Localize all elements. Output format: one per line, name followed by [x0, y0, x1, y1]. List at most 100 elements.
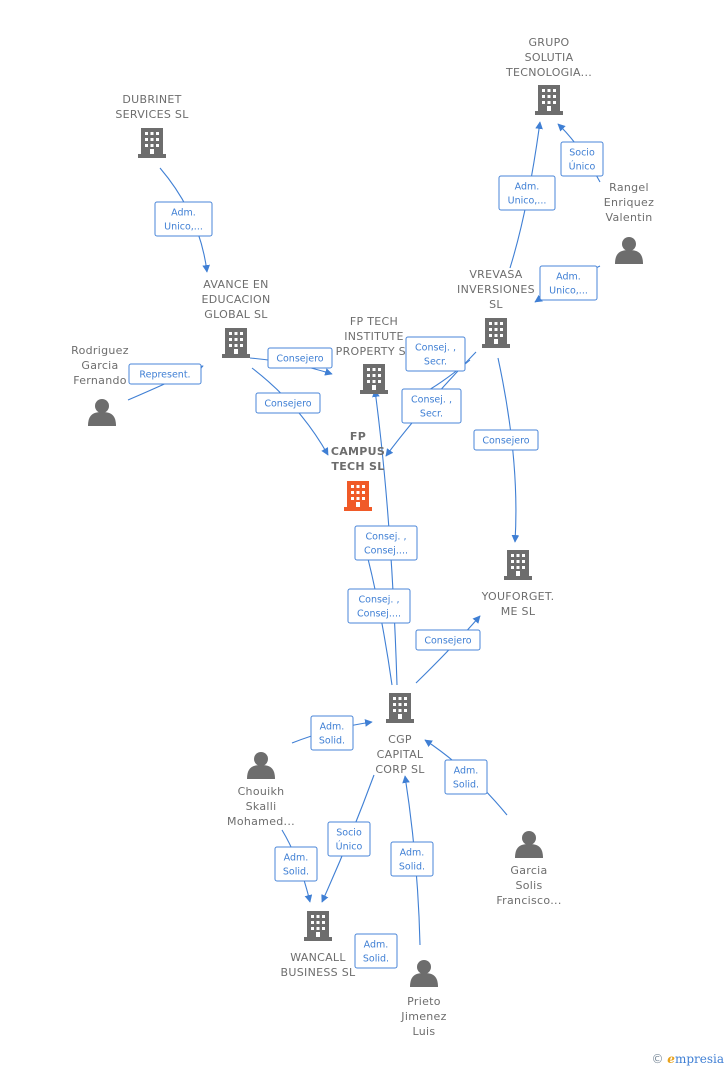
building-icon: [386, 693, 414, 723]
building-icon: [360, 364, 388, 394]
building-icon: [344, 481, 372, 511]
edge-label-e9[interactable]: Consej. , Secr.: [401, 388, 462, 424]
edge-labels-layer: Adm.Unico,...Adm.Unico,...SocioÚnicoAdm.…: [128, 141, 604, 969]
person-icon: [88, 399, 116, 426]
edge-label-text: Solid.: [399, 862, 425, 873]
node-label-line: Solis: [515, 879, 542, 892]
node-label-line: BUSINESS SL: [281, 966, 356, 979]
edge-label-text: Consejero: [424, 636, 471, 647]
edge-label-e8[interactable]: Consej. ,Secr.: [405, 336, 466, 372]
node-fpcampus[interactable]: FP CAMPUS TECH SL: [331, 430, 385, 511]
edge-label-text: Único: [569, 161, 596, 173]
building-icon: [304, 911, 332, 941]
node-label-line: ME SL: [501, 605, 536, 618]
node-label-line: TECH SL: [331, 460, 384, 473]
node-label-line: SL: [489, 298, 503, 311]
building-icon: [138, 128, 166, 158]
edge-label-e7[interactable]: Consejero: [255, 392, 321, 414]
node-wancall[interactable]: WANCALL BUSINESS SL: [281, 911, 356, 979]
edge-label-text: Consej. ,: [366, 532, 407, 543]
edge-label-text: Adm.: [171, 208, 196, 219]
node-label-line: Prieto: [407, 995, 441, 1008]
node-label-line: EDUCACION: [202, 293, 271, 306]
edge-label-e5[interactable]: Represent.: [128, 363, 202, 385]
edge-label-text: Solid.: [363, 954, 389, 965]
person-icon: [410, 960, 438, 987]
node-label-line: GLOBAL SL: [204, 308, 268, 321]
node-label-line: CAMPUS: [331, 445, 385, 458]
edge-label-text: Adm.: [364, 940, 389, 951]
edge-label-text: Adm.: [515, 182, 540, 193]
edge-label-text: Unico,...: [164, 222, 203, 233]
brand-name: mpresia: [674, 1052, 724, 1066]
footer-brand: © empresia: [651, 1052, 724, 1066]
node-label-line: FP TECH: [350, 315, 398, 328]
edge-label-e12[interactable]: Consej. ,Consej....: [347, 588, 411, 624]
node-label-line: Rangel: [609, 181, 649, 194]
node-label-line: Skalli: [246, 800, 277, 813]
node-label-line: INVERSIONES: [457, 283, 535, 296]
node-avance[interactable]: AVANCE EN EDUCACION GLOBAL SL: [202, 278, 271, 358]
edge-label-text: Solid.: [283, 867, 309, 878]
person-icon: [515, 831, 543, 858]
node-grupo[interactable]: GRUPOSOLUTIATECNOLOGIA...: [505, 36, 592, 115]
edge-label-e1[interactable]: Adm. Unico,...: [154, 201, 213, 237]
edge-label-e4[interactable]: Adm. Unico,...: [539, 265, 598, 301]
edge-label-text: Adm.: [556, 272, 581, 283]
node-label-line: FP: [350, 430, 366, 443]
person-icon: [247, 752, 275, 779]
node-label-line: AVANCE EN: [203, 278, 268, 291]
edge-label-e6[interactable]: Consejero: [267, 347, 333, 369]
edge-label-e18[interactable]: Adm. Solid.: [390, 841, 434, 877]
edge-label-e17[interactable]: Adm. Solid.: [274, 846, 318, 882]
edge-label-text: Solid.: [453, 780, 479, 791]
edge-label-text: Adm.: [284, 853, 309, 864]
edge-label-text: Consej....: [364, 546, 408, 557]
edge-label-text: Unico,...: [508, 196, 547, 207]
edge-label-text: Secr.: [424, 357, 447, 368]
node-label-line: Garcia: [81, 359, 118, 372]
edge-label-text: Consej. ,: [411, 395, 452, 406]
edge-label-e10[interactable]: Consejero: [473, 429, 539, 451]
edge-label-e13[interactable]: Consejero: [415, 629, 481, 651]
node-label-line: CORP SL: [375, 763, 425, 776]
edge-label-e19[interactable]: Adm. Solid.: [354, 933, 398, 969]
node-chouikh[interactable]: ChouikhSkalliMohamed...: [227, 752, 295, 828]
edge-label-text: Unico,...: [549, 286, 588, 297]
edge-label-e15[interactable]: Adm.Solid.: [444, 759, 488, 795]
edge-label-text: Represent.: [139, 370, 190, 381]
edge-line-e10: [497, 357, 520, 543]
edge-label-e11[interactable]: Consej. , Consej....: [354, 525, 418, 561]
node-label-line: PROPERTY SL: [336, 345, 413, 358]
node-label-line: Garcia: [510, 864, 547, 877]
node-label-line: WANCALL: [290, 951, 346, 964]
edge-label-text: Consejero: [482, 436, 529, 447]
edge-label-text: Adm.: [320, 722, 345, 733]
node-garcia[interactable]: GarciaSolisFrancisco...: [496, 831, 561, 907]
edge-label-text: Adm.: [400, 848, 425, 859]
node-label-line: Enriquez: [604, 196, 654, 209]
copyright-symbol: ©: [651, 1052, 664, 1066]
edge-label-e2[interactable]: Adm. Unico,...: [498, 175, 556, 211]
node-label-line: Luis: [413, 1025, 436, 1038]
edge-label-text: Consejero: [276, 354, 323, 365]
node-vrevasa[interactable]: VREVASA INVERSIONES SL: [457, 268, 535, 348]
node-label-line: Chouikh: [238, 785, 285, 798]
node-label-line: CGP: [388, 733, 412, 746]
node-label-line: YOUFORGET.: [481, 590, 555, 603]
node-youforget[interactable]: YOUFORGET. ME SL: [481, 550, 555, 618]
building-icon: [482, 318, 510, 348]
person-icon: [615, 237, 643, 264]
node-label-line: VREVASA: [469, 268, 522, 281]
edge-label-text: Secr.: [420, 409, 443, 420]
edge-label-e14[interactable]: Adm.Solid.: [310, 715, 354, 751]
